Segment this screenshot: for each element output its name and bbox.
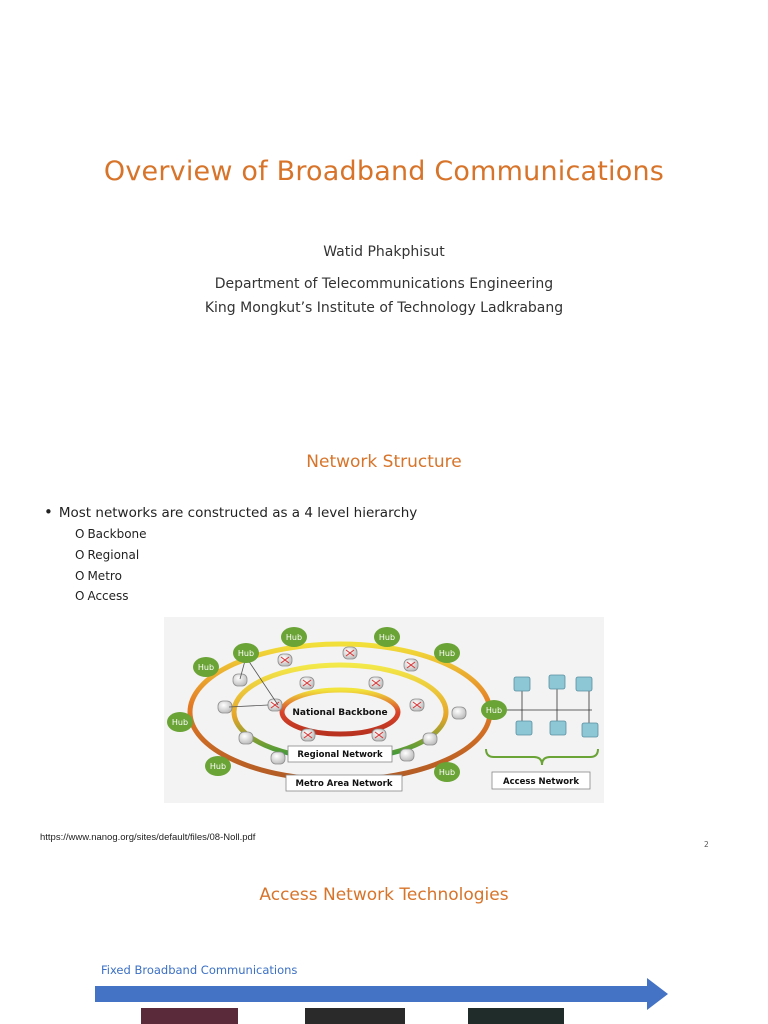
hub-label: Hub <box>210 762 226 771</box>
hub-label: Hub <box>238 649 254 658</box>
sub-marker: O <box>75 569 85 583</box>
hub-label: Hub <box>486 706 502 715</box>
bullet-dot-icon: • <box>44 503 53 521</box>
slide-title: Overview of Broadband Communications <box>103 156 665 187</box>
institute-name: King Mongkut’s Institute of Technology L… <box>204 300 564 316</box>
access-network-label: Access Network <box>503 777 579 787</box>
coax-cable-image <box>305 1008 405 1024</box>
sub-marker: O <box>75 589 85 603</box>
metro-network-label: Metro Area Network <box>296 779 393 789</box>
network-hierarchy-diagram: Hub Hub Hub Hub Hub Hub Hub Hub Hub Nati… <box>164 617 604 803</box>
hub-label: Hub <box>439 768 455 777</box>
author-name: Watid Phakphisut <box>323 244 445 260</box>
bullet-item: • Most networks are constructed as a 4 le… <box>44 503 417 521</box>
fixed-broadband-label: Fixed Broadband Communications <box>101 963 298 977</box>
regional-network-label: Regional Network <box>297 750 383 760</box>
hub-label: Hub <box>379 633 395 642</box>
network-structure-title: Network Structure <box>306 452 462 472</box>
fiber-cable-image <box>468 1008 564 1024</box>
backbone-ring <box>279 687 401 737</box>
copper-cable-image <box>141 1008 238 1024</box>
hub-icons: Hub Hub Hub Hub Hub Hub Hub Hub Hub <box>167 627 507 782</box>
sub-marker: O <box>75 527 85 541</box>
sub-marker: O <box>75 548 85 562</box>
hub-label: Hub <box>286 633 302 642</box>
timeline-arrow-icon <box>95 978 668 1010</box>
national-backbone-label: National Backbone <box>292 708 387 718</box>
hub-label: Hub <box>198 663 214 672</box>
bullet-text: Most networks are constructed as a 4 lev… <box>58 505 418 521</box>
access-network-grid: Access Network <box>485 674 599 790</box>
access-technologies-title: Access Network Technologies <box>259 885 509 905</box>
page-number: 2 <box>704 840 709 849</box>
department-name: Department of Telecommunications Enginee… <box>214 276 554 292</box>
router-icons <box>217 646 467 765</box>
hub-label: Hub <box>172 718 188 727</box>
hub-label: Hub <box>439 649 455 658</box>
source-url[interactable]: https://www.nanog.org/sites/default/file… <box>40 832 256 843</box>
